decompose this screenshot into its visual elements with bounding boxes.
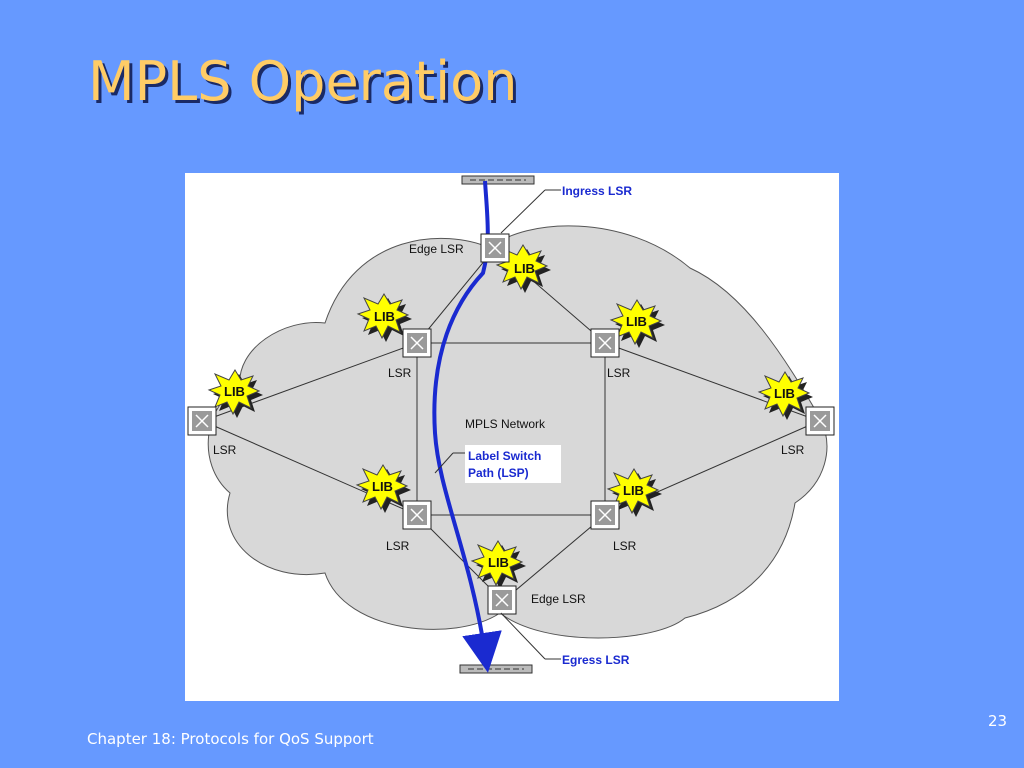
lsr-bottom-left-label: LSR (386, 539, 410, 553)
lib-burst-bottom-right: LIB (606, 468, 662, 517)
lib-burst-bottom-left: LIB (355, 464, 411, 513)
router-icon (187, 406, 217, 436)
lib-burst-top-left: LIB (356, 293, 412, 342)
lib-label: LIB (224, 384, 245, 399)
lib-burst-left: LIB (207, 369, 263, 418)
edge-lsr-top-label: Edge LSR (409, 242, 464, 256)
lsp-label-line2: Path (LSP) (468, 466, 529, 480)
lib-label: LIB (626, 314, 647, 329)
router-icon (402, 328, 432, 358)
egress-lsr-label: Egress LSR (562, 653, 630, 667)
lib-burst-edge-bottom: LIB (470, 540, 526, 589)
mpls-network-label: MPLS Network (465, 417, 546, 431)
lsr-top-right-label: LSR (607, 366, 631, 380)
mpls-diagram: LIB LIB LIB LIB LIB LIB (185, 173, 839, 701)
lib-label: LIB (623, 483, 644, 498)
egress-host-bar (459, 664, 533, 674)
slide-title: MPLS Operation (88, 50, 518, 113)
lsr-left-label: LSR (213, 443, 237, 457)
router-icon (590, 328, 620, 358)
lib-label: LIB (374, 309, 395, 324)
lsp-label-box (465, 445, 561, 483)
lsr-top-left-label: LSR (388, 366, 412, 380)
ingress-host-bar (461, 175, 535, 185)
lib-label: LIB (372, 479, 393, 494)
edge-lsr-bottom-label: Edge LSR (531, 592, 586, 606)
lib-label: LIB (488, 555, 509, 570)
lsr-right-label: LSR (781, 443, 805, 457)
router-icon (590, 500, 620, 530)
router-icon (480, 233, 510, 263)
router-icon (402, 500, 432, 530)
router-icon (805, 406, 835, 436)
lib-burst-right: LIB (757, 371, 813, 420)
page-number: 23 (988, 712, 1008, 730)
slide-footer: Chapter 18: Protocols for QoS Support (87, 730, 374, 748)
lib-label: LIB (774, 386, 795, 401)
network-cloud (207, 225, 828, 639)
lib-burst-top-right: LIB (609, 299, 665, 348)
lsr-bottom-right-label: LSR (613, 539, 637, 553)
ingress-lsr-label: Ingress LSR (562, 184, 632, 198)
mpls-diagram-svg: LIB LIB LIB LIB LIB LIB (187, 175, 835, 674)
callout-lines (434, 189, 561, 660)
lsp-label-line1: Label Switch (468, 449, 541, 463)
lib-label: LIB (514, 261, 535, 276)
router-icon (487, 585, 517, 615)
